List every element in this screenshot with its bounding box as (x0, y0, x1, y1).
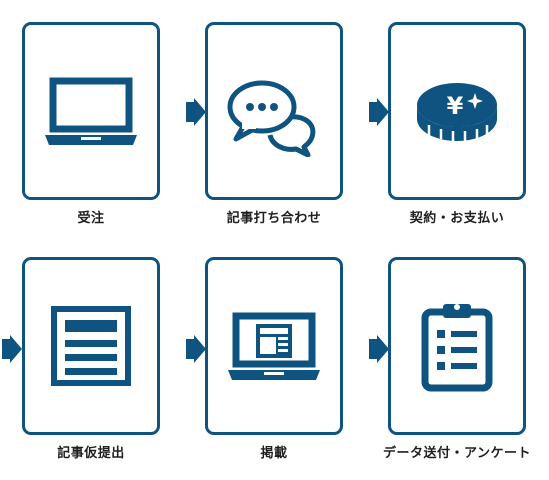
step-card-meeting (205, 22, 343, 200)
step-card-payment: ¥ (388, 22, 526, 200)
step-card-order (22, 22, 160, 200)
laptop-icon (45, 77, 137, 145)
step-card-draft (22, 257, 160, 435)
step-label-meeting: 記事打ち合わせ (226, 211, 322, 226)
arrow-right-icon (186, 98, 206, 126)
arrow-right-icon (2, 335, 22, 363)
arrow-right-icon (369, 98, 389, 126)
yen-coin-icon: ¥ (417, 83, 497, 141)
step-card-publish (205, 257, 343, 435)
step-label-publish: 掲載 (260, 446, 288, 461)
arrow-right-icon (186, 335, 206, 363)
step-label-payment: 契約・お支払い (409, 211, 505, 226)
step-label-draft: 記事仮提出 (57, 446, 125, 461)
laptop-article-icon (228, 312, 320, 380)
step-label-report: データ送付・アンケート (383, 446, 531, 461)
clipboard-icon (421, 304, 493, 392)
arrow-right-icon (369, 335, 389, 363)
svg-text:¥: ¥ (447, 92, 464, 120)
chat-bubbles-icon (227, 80, 316, 157)
step-label-order: 受注 (77, 211, 105, 226)
step-card-report (388, 257, 526, 435)
document-icon (51, 306, 131, 386)
